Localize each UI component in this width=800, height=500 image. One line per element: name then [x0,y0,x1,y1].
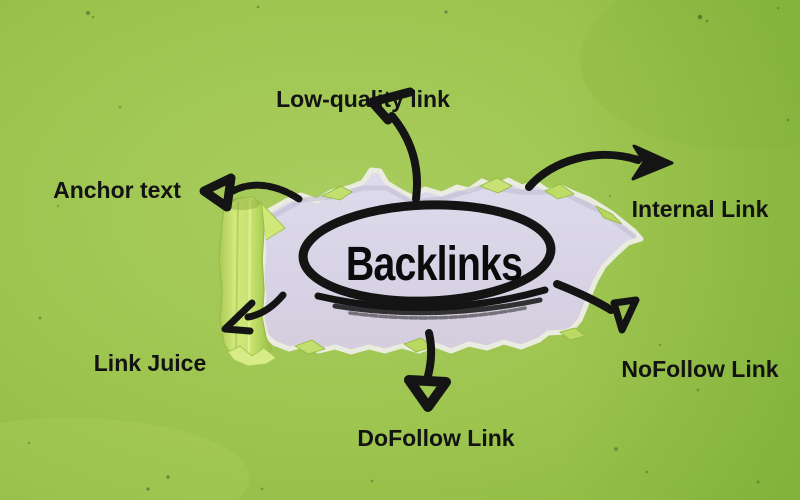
arrow-nofollow-link [553,280,640,334]
node-label-low-quality-link: Low-quality link [276,86,450,112]
arrow-internal-link [525,144,674,191]
node-label-link-juice: Link Juice [94,350,206,376]
arrow-anchor-text [199,173,303,212]
ellipse-smear-2 [348,306,527,320]
torn-flaps [294,177,623,355]
arrow-link-juice [221,291,287,335]
center-node-label: Backlinks [346,237,522,291]
paper-speckles [27,5,790,491]
node-label-nofollow-link: NoFollow Link [621,356,778,382]
ellipse-smear-1 [332,297,543,316]
hand-drawn-ellipse [298,200,556,306]
arrow-low-quality-link [367,87,421,203]
dark-wash [580,0,800,150]
ellipse-overstroke [314,286,549,312]
node-label-dofollow-link: DoFollow Link [357,425,514,451]
arrow-dofollow-link [404,329,451,412]
node-label-anchor-text: Anchor text [53,177,181,203]
node-label-internal-link: Internal Link [632,196,769,222]
light-wash [0,418,250,500]
center-node: Backlinks [298,200,556,320]
